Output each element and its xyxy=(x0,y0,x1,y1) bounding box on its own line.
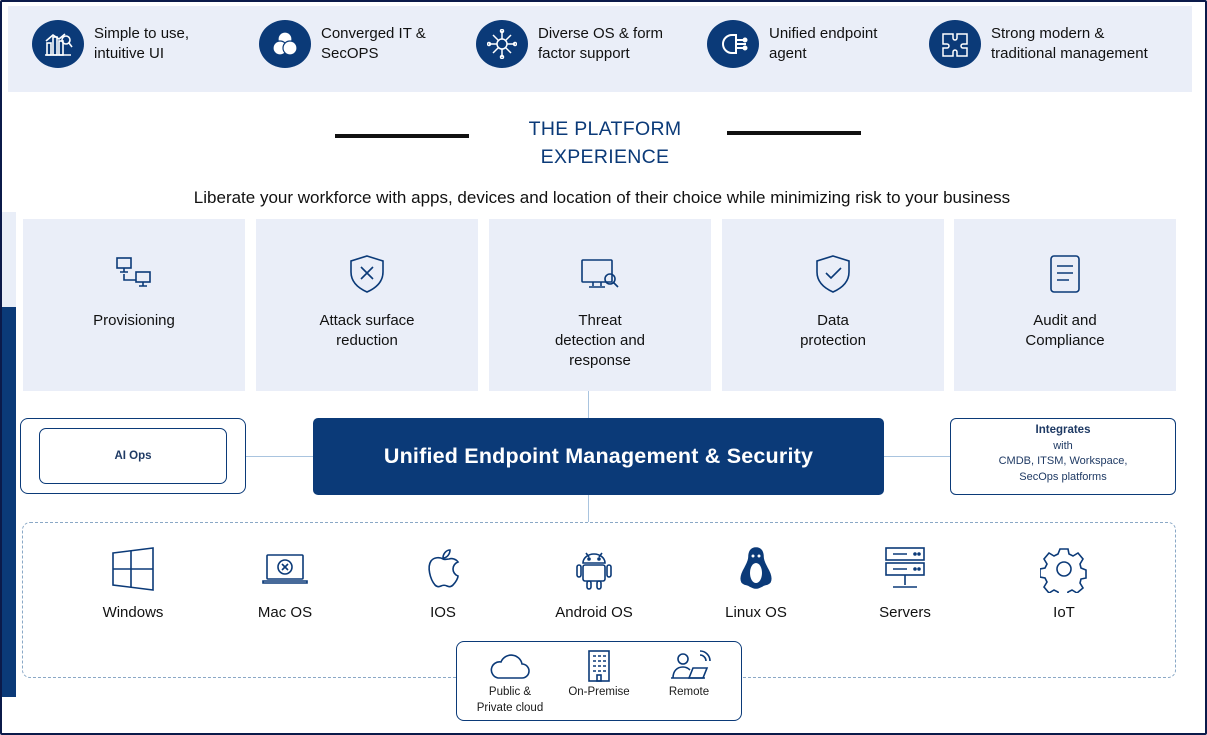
platform-servers: Servers xyxy=(840,545,970,621)
feature-label: Unified endpoint agent xyxy=(769,25,878,62)
platform-label: Linux OS xyxy=(725,604,787,621)
platform-windows: Windows xyxy=(68,545,198,621)
windows-icon xyxy=(112,547,154,591)
left-accent-bar xyxy=(2,307,16,697)
platform-linux: Linux OS xyxy=(691,545,821,621)
card-label: Attack surface reduction xyxy=(319,312,415,349)
converged-circles-icon xyxy=(259,20,311,68)
deployment-cloud: Public & Private cloud xyxy=(465,650,555,716)
shield-x-icon xyxy=(350,255,384,293)
deployment-box: Public & Private cloud On-Premise Remote xyxy=(456,641,742,721)
integrations-line: SecOps platforms xyxy=(1019,470,1107,483)
platform-macos: Mac OS xyxy=(220,545,350,621)
uem-core-box: Unified Endpoint Management & Security xyxy=(313,418,884,495)
feature-diverse-os: Diverse OS & form factor support xyxy=(476,20,663,68)
network-hub-icon xyxy=(476,20,528,68)
card-label: Provisioning xyxy=(93,312,175,329)
platform-label: IOS xyxy=(430,604,456,621)
deployment-remote: Remote xyxy=(644,650,734,700)
deployment-on-premise: On-Premise xyxy=(554,650,644,700)
connector-right xyxy=(884,456,950,457)
feature-simple-ui: Simple to use, intuitive UI xyxy=(32,20,189,68)
integrations-line: with xyxy=(1053,439,1073,452)
feature-label: Strong modern & traditional management xyxy=(991,25,1148,62)
card-audit-compliance: Audit and Compliance xyxy=(954,219,1176,391)
card-label: Threat detection and response xyxy=(554,312,646,369)
provisioning-icon xyxy=(116,257,151,287)
section-subtitle: Liberate your workforce with apps, devic… xyxy=(193,188,1011,207)
features-banner xyxy=(8,6,1192,92)
linux-penguin-icon xyxy=(740,547,772,589)
platform-label: Mac OS xyxy=(257,604,313,621)
feature-label: Diverse OS & form factor support xyxy=(538,25,664,62)
feature-management: Strong modern & traditional management xyxy=(929,20,1148,68)
platform-label: Servers xyxy=(879,604,931,621)
card-attack-surface: Attack surface reduction xyxy=(256,219,478,391)
platform-label: IoT xyxy=(1053,604,1075,621)
platform-ios: IOS xyxy=(378,545,508,621)
connector-left xyxy=(246,456,313,457)
platform-label: Android OS xyxy=(555,604,633,621)
platform-label: Windows xyxy=(102,604,164,621)
feature-label: Simple to use, intuitive UI xyxy=(94,25,190,62)
building-icon xyxy=(588,650,610,682)
card-label: Data protection xyxy=(800,312,866,349)
monitor-search-icon xyxy=(581,259,619,288)
cloud-icon xyxy=(490,654,530,679)
card-threat-detection: Threat detection and response xyxy=(489,219,711,391)
integrations-heading: Integrates xyxy=(1035,424,1091,436)
integrations-box: Integrates with CMDB, ITSM, Workspace, S… xyxy=(950,418,1176,495)
platform-android: Android OS xyxy=(529,545,659,621)
platform-iot: IoT xyxy=(999,545,1129,621)
card-data-protection: Data protection xyxy=(722,219,944,391)
card-label: Audit and Compliance xyxy=(1025,312,1105,349)
feature-converged: Converged IT & SecOPS xyxy=(259,20,426,68)
deployment-label: Public & Private cloud xyxy=(476,686,544,714)
feature-label: Converged IT & SecOPS xyxy=(321,25,426,62)
apple-icon xyxy=(428,549,460,588)
ai-ops-box: AI Ops xyxy=(20,418,246,494)
left-accent-light xyxy=(2,212,16,307)
laptop-icon xyxy=(262,554,308,584)
card-provisioning: Provisioning xyxy=(23,219,245,391)
section-title: THE PLATFORM EXPERIENCE xyxy=(528,118,682,168)
puzzle-icon xyxy=(929,20,981,68)
agent-connector-icon xyxy=(707,20,759,68)
feature-unified-agent: Unified endpoint agent xyxy=(707,20,877,68)
deployment-label: On-Premise xyxy=(568,686,630,698)
integrations-line: CMDB, ITSM, Workspace, xyxy=(998,455,1128,467)
remote-worker-icon xyxy=(671,650,711,679)
analytics-icon xyxy=(32,20,84,68)
deployment-label: Remote xyxy=(668,686,710,698)
title-rule-right xyxy=(727,131,861,135)
connector-top xyxy=(588,391,589,418)
title-rule-left xyxy=(335,134,469,138)
server-icon xyxy=(885,547,925,588)
ai-ops-label: AI Ops xyxy=(39,428,227,484)
document-icon xyxy=(1050,255,1080,293)
android-icon xyxy=(576,552,612,590)
gear-icon xyxy=(1040,548,1087,593)
connector-bottom xyxy=(588,495,589,522)
shield-check-icon xyxy=(816,255,850,293)
